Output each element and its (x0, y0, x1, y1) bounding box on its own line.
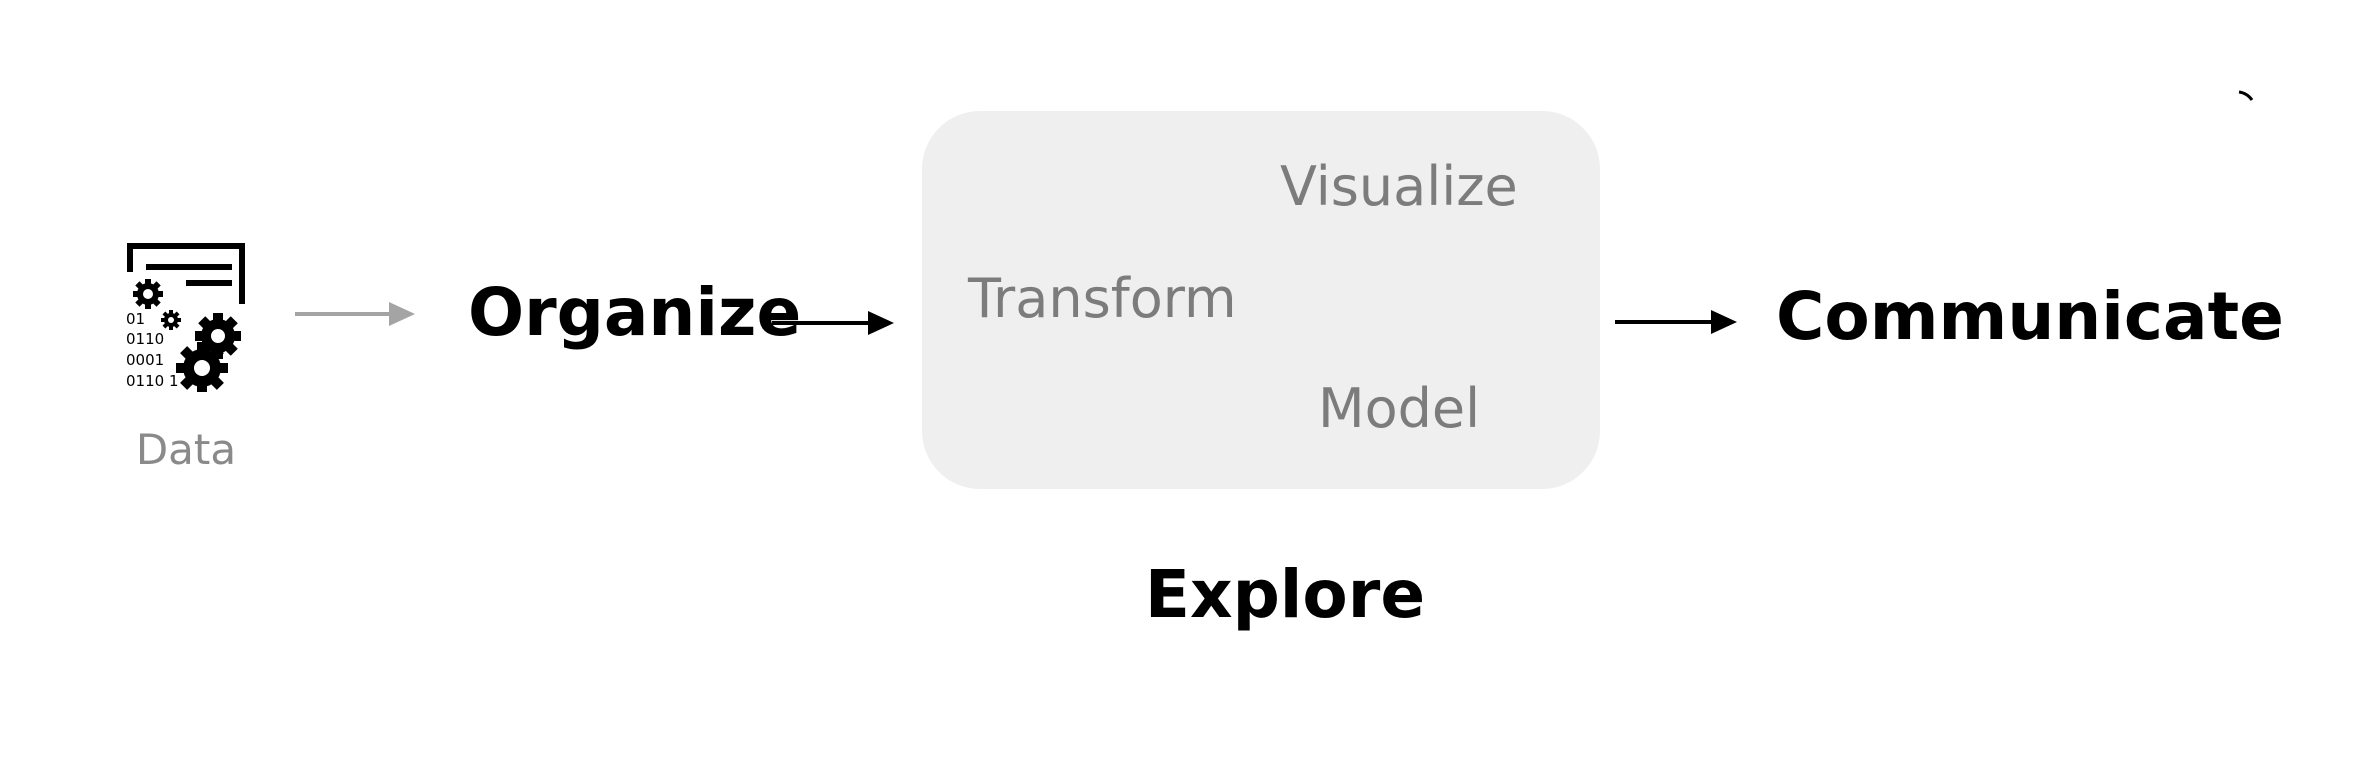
arrow-shaft (295, 312, 391, 316)
arrow-shaft (1615, 320, 1713, 324)
arrow-head (868, 311, 894, 335)
visualize-label: Visualize (1280, 155, 1518, 218)
data-label: Data (135, 425, 237, 474)
arrow-shaft (772, 321, 870, 325)
binary-row: 0110 1 (126, 372, 179, 390)
arrow-head (1711, 310, 1737, 334)
transform-label: Transform (968, 267, 1237, 330)
stray-mark (2238, 90, 2254, 101)
binary-row: 0110 (126, 330, 164, 348)
organize-label: Organize (468, 274, 802, 351)
communicate-label: Communicate (1776, 278, 2284, 355)
binary-row: 0001 (126, 351, 164, 369)
arrow-data-to-organize (295, 302, 415, 326)
model-label: Model (1318, 377, 1481, 440)
data-gears-icon: 01 0110 0001 0110 1 (126, 243, 245, 392)
explore-box (922, 111, 1600, 489)
binary-row: 01 (126, 310, 145, 328)
arrow-explore-to-communicate (1615, 310, 1737, 334)
explore-title: Explore (1144, 556, 1426, 633)
arrow-head (389, 302, 415, 326)
arrow-organize-to-explore (772, 311, 894, 335)
